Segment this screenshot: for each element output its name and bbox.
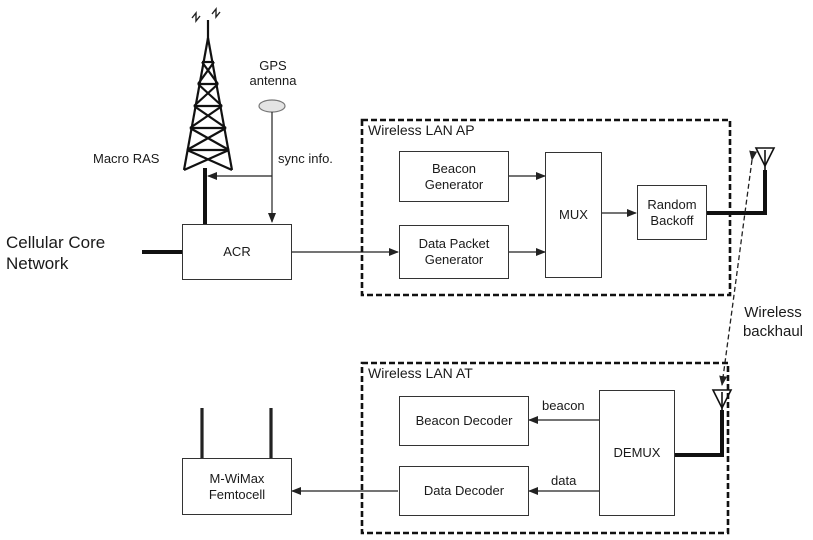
acr-block: ACR (182, 224, 292, 280)
ap-antenna-feed (707, 170, 767, 215)
beacon-arrow-label: beacon (542, 398, 585, 413)
femto-line2: Femtocell (208, 486, 266, 502)
sync-info-label: sync info. (278, 151, 333, 166)
data-packet-generator-block: Data Packet Generator (399, 225, 509, 279)
ap-antenna-icon (754, 147, 776, 172)
beacon-generator-block: Beacon Generator (399, 151, 509, 202)
data-decoder-label: Data Decoder (423, 483, 505, 498)
wireless-lan-at-title: Wireless LAN AT (368, 365, 473, 381)
acr-label: ACR (223, 244, 251, 259)
demux-label: DEMUX (613, 445, 661, 460)
gps-antenna-icon (258, 99, 286, 113)
m-wimax-femtocell-block: M-WiMax Femtocell (182, 458, 292, 515)
core-label-line1: Cellular Core (6, 233, 106, 252)
backoff-line2: Backoff (650, 212, 694, 228)
data-decoder-block: Data Decoder (399, 466, 529, 516)
backhaul-line2: backhaul (742, 323, 804, 340)
at-antenna-feed (675, 410, 724, 457)
beacon-decoder-label: Beacon Decoder (415, 413, 513, 428)
femto-line1: M-WiMax (209, 470, 265, 486)
cellular-core-network-label: Cellular Core Network (6, 232, 105, 274)
mux-block: MUX (545, 152, 602, 278)
data-gen-line2: Generator (424, 252, 484, 267)
gps-label-line1: GPS (259, 58, 287, 73)
gps-label-line2: antenna (249, 73, 297, 88)
backhaul-line1: Wireless (744, 304, 802, 321)
core-label-line2: Network (6, 254, 69, 273)
demux-block: DEMUX (599, 390, 675, 516)
macro-ras-tower-icon (182, 20, 234, 172)
backoff-line1: Random (647, 196, 697, 212)
beacon-decoder-block: Beacon Decoder (399, 396, 529, 446)
wireless-backhaul-label: Wireless backhaul (736, 303, 810, 341)
radio-wave-icon (191, 7, 221, 23)
wireless-lan-ap-title: Wireless LAN AP (368, 122, 475, 138)
random-backoff-block: Random Backoff (637, 185, 707, 240)
beacon-gen-line1: Beacon (431, 160, 477, 176)
wireless-backhaul-link (719, 150, 758, 386)
at-antenna-icon (711, 389, 733, 412)
wireless-lan-at-border (360, 361, 730, 535)
mux-label: MUX (559, 207, 588, 222)
gps-antenna-label: GPS antenna (246, 58, 300, 88)
beacon-gen-line2: Generator (424, 176, 484, 192)
data-arrow-label: data (551, 473, 577, 488)
macro-ras-label: Macro RAS (93, 151, 160, 166)
data-gen-line1: Data Packet (418, 236, 490, 251)
femtocell-antenna-icon (200, 408, 273, 458)
